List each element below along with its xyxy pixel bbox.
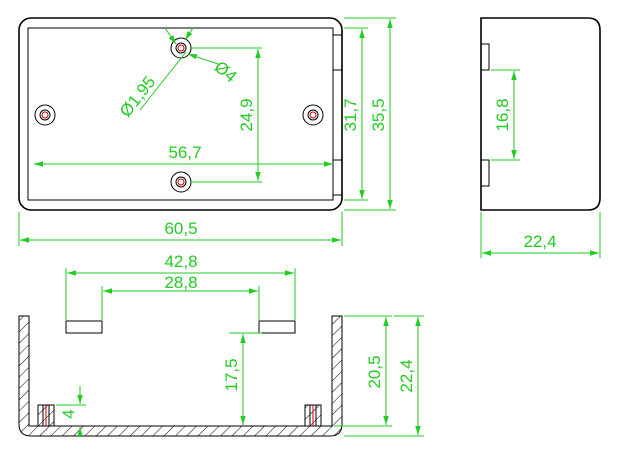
dim-inner-height: 31,7	[341, 27, 368, 201]
top-view-outer-outline	[18, 17, 343, 211]
dim-slot-spacing-label: 16,8	[493, 98, 512, 131]
dim-overall-width: 60,5	[18, 212, 343, 246]
dim-hole-diameter-small: Ø1,95	[116, 27, 187, 121]
section-boss-left	[37, 404, 55, 427]
hole-right	[302, 104, 324, 126]
dim-hole-spacing-horizontal: 56,7	[34, 143, 333, 167]
side-view-outline	[480, 17, 601, 211]
dim-slot-spacing: 16,8	[491, 69, 520, 161]
top-view-tab-lower	[332, 159, 343, 196]
hole-bottom	[170, 171, 192, 193]
top-view: 60,5 56,7 24,9 31,7 35,5	[18, 17, 396, 246]
dim-section-inner-height-label: 20,5	[365, 355, 384, 388]
dim-overall-width-label: 60,5	[164, 219, 197, 238]
dim-hole-diameter-large-label: Ø4	[211, 57, 241, 86]
dim-boss-height-label: 4	[59, 409, 78, 418]
dim-inner-height-label: 31,7	[341, 98, 360, 131]
section-boss-right	[304, 404, 322, 427]
dim-overall-height: 35,5	[344, 17, 396, 211]
dim-side-depth: 22,4	[480, 212, 601, 258]
dim-boss-height: 4	[56, 386, 86, 436]
dim-overall-height-label: 35,5	[369, 98, 388, 131]
section-wall	[18, 315, 343, 437]
dim-section-overall-height-label: 22,4	[397, 359, 416, 392]
top-view-inner-outline	[27, 27, 334, 201]
dim-hole-spacing-vertical-label: 24,9	[237, 98, 256, 131]
dim-section-inner-height: 20,5	[334, 315, 392, 427]
top-view-tab-upper	[332, 34, 343, 71]
dim-ledge-height-label: 17,5	[222, 358, 241, 391]
section-ledge-left	[65, 320, 103, 334]
dim-ledge-height: 17,5	[222, 332, 262, 425]
dim-hole-diameter-large: Ø4	[184, 27, 241, 86]
section-view: 42,8 28,8 17,5 4 20,5	[18, 252, 424, 437]
dim-section-overall-height: 22,4	[344, 315, 424, 437]
side-view-slot-lower	[480, 159, 490, 187]
dim-hole-spacing-vertical: 24,9	[190, 47, 262, 183]
dim-slot-outer: 42,8	[65, 252, 296, 320]
side-view-slot-upper	[480, 43, 490, 71]
side-view: 16,8 22,4	[480, 17, 601, 258]
section-ledge-right	[258, 320, 296, 334]
dim-hole-spacing-horizontal-label: 56,7	[168, 143, 201, 162]
dim-hole-diameter-small-label: Ø1,95	[116, 73, 159, 121]
dim-slot-inner: 28,8	[101, 273, 260, 320]
dim-slot-inner-label: 28,8	[164, 273, 197, 292]
dim-side-depth-label: 22,4	[523, 232, 556, 251]
dim-slot-outer-label: 42,8	[164, 252, 197, 271]
hole-left	[34, 104, 56, 126]
